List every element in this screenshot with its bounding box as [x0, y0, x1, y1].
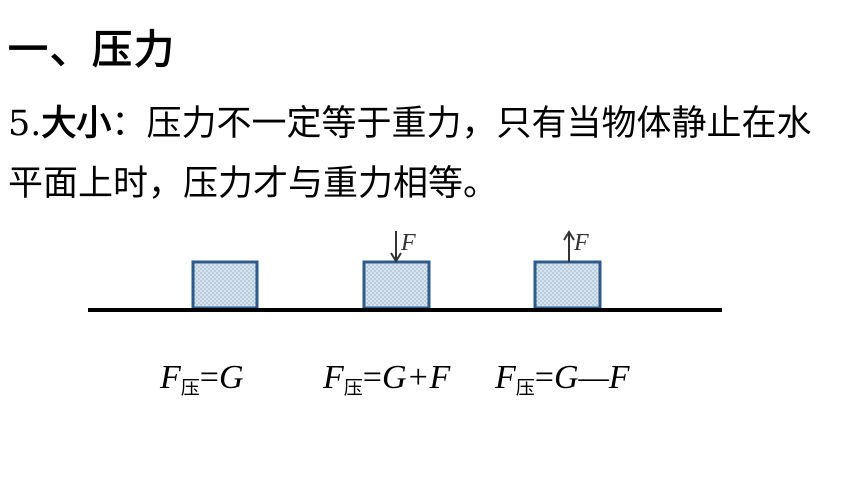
force-label-down: F	[401, 230, 416, 256]
keyword-colon: ：	[111, 104, 147, 144]
paragraph-text-1: 压力不一定等于重力，只有当物体静止在水	[146, 104, 812, 144]
formula-2: F压=G+F	[323, 359, 451, 399]
block-2	[362, 260, 431, 310]
block-1	[191, 260, 259, 310]
item-number: 5.	[8, 104, 42, 144]
page-title: 一、压力	[8, 27, 176, 73]
keyword-label: 大小	[41, 104, 112, 144]
arrow-up-icon	[563, 230, 575, 262]
block-3	[533, 260, 602, 310]
paragraph-line-2: 平面上时，压力才与重力相等。	[8, 164, 499, 204]
formula-1: F压=G	[160, 359, 244, 399]
arrow-down-icon	[390, 231, 402, 263]
force-label-up: F	[574, 230, 589, 256]
formula-3: F压=G—F	[495, 359, 630, 399]
paragraph-line-1: 5.大小：压力不一定等于重力，只有当物体静止在水	[8, 102, 848, 146]
